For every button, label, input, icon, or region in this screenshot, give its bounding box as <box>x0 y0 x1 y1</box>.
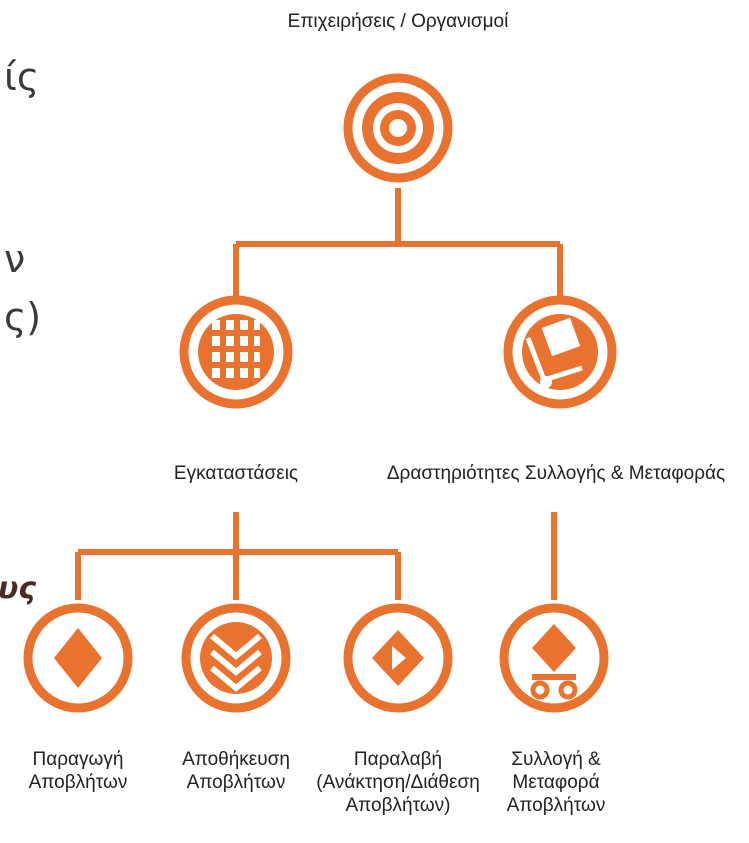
level2-label-transport: Δραστηριότητες Συλλογής & Μεταφοράς <box>386 463 726 484</box>
hand-truck-icon <box>503 295 617 409</box>
label-line: Αποθήκευση <box>182 749 290 770</box>
label-line: Αποβλήτων <box>186 772 286 793</box>
label-line: Αποβλήτων <box>28 772 128 793</box>
slide-text-fragment-1: ίς <box>4 55 40 99</box>
root-label: Επιχειρήσεις / Οργανισμοί <box>287 11 509 32</box>
label-line: Συλλογή & <box>511 749 601 770</box>
connector-lines <box>75 188 563 600</box>
label-line: Μεταφορά <box>512 772 600 793</box>
label-line: Αποβλήτων <box>506 795 606 816</box>
chevron-stack-icon <box>181 603 291 713</box>
level2-label-facilities: Εγκαταστάσεις <box>173 463 299 484</box>
diamond-arrow-icon <box>343 603 453 713</box>
level3-label-reception: Παραλαβή (Ανάκτηση/Διάθεση Αποβλήτων) <box>316 748 480 817</box>
level3-label-production: Παραγωγή Αποβλήτων <box>29 748 128 794</box>
label-line: Παραγωγή <box>32 749 124 770</box>
label-line: Παραλαβή <box>353 749 443 770</box>
slide-text-fragment-3: ς) <box>4 295 42 339</box>
target-icon <box>343 73 453 183</box>
diamond-icon <box>23 603 133 713</box>
label-line: (Ανάκτηση/Διάθεση <box>316 772 480 793</box>
diamond-cart-icon <box>499 603 609 713</box>
slide-text-fragment-2: ν <box>4 237 26 281</box>
label-line: Αποβλήτων) <box>345 795 451 816</box>
level3-label-storage: Αποθήκευση Αποβλήτων <box>182 748 290 794</box>
level3-label-collection: Συλλογή & Μεταφορά Αποβλήτων <box>507 748 606 817</box>
slide-text-fragment-4: υς <box>0 571 37 606</box>
building-grid-icon <box>179 295 293 409</box>
